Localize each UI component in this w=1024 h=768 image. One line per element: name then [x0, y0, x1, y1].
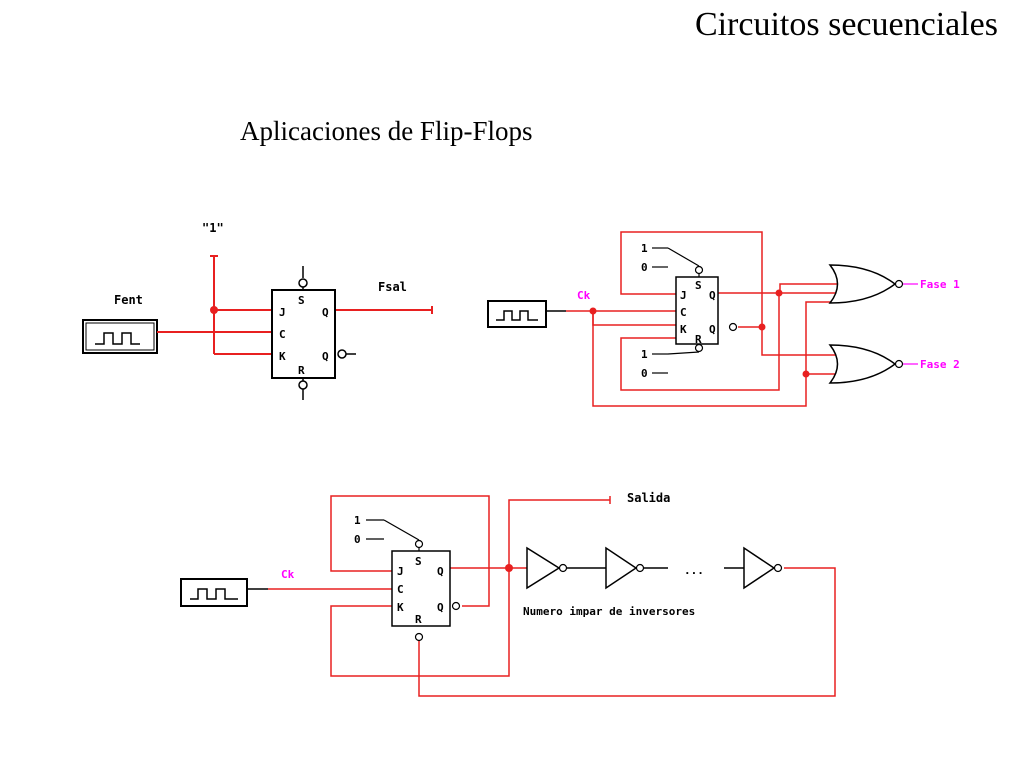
pin-c: C — [279, 328, 286, 341]
switch-zero-label: 0 — [641, 367, 648, 380]
pin-j: J — [397, 565, 404, 578]
diagram-frequency-divider: "1" Fent Fsal — [82, 221, 433, 400]
junction-dot — [210, 306, 218, 314]
pin-k: K — [680, 323, 687, 336]
output-label-3: Salida — [627, 491, 670, 505]
switch-one-label: 1 — [354, 514, 361, 527]
phase-1-label: Fase 1 — [920, 278, 960, 291]
page-subtitle: Aplicaciones de Flip-Flops — [240, 116, 533, 146]
switch-zero-label: 0 — [354, 533, 361, 546]
diagram-two-phase-clock: Ck 1 0 1 0 — [487, 231, 960, 407]
pin-s: S — [695, 279, 702, 292]
red-wires-3 — [268, 495, 836, 697]
set-switch-2: 1 0 — [641, 242, 700, 274]
pin-q-not: Q — [322, 350, 329, 363]
pin-q: Q — [709, 289, 716, 302]
nor-gate-phase-1 — [828, 264, 918, 304]
reset-switch-2: 1 0 — [641, 348, 700, 380]
clock-generator-2 — [487, 300, 547, 328]
square-wave-icon — [190, 588, 238, 600]
square-wave-icon — [95, 332, 140, 345]
pin-r: R — [298, 364, 305, 377]
clock-generator-3 — [180, 578, 248, 607]
jk-flip-flop-3: S J C K Q Q R — [391, 539, 461, 642]
clock-generator-1 — [82, 319, 158, 354]
pin-s: S — [415, 555, 422, 568]
phase-2-label: Fase 2 — [920, 358, 960, 371]
pin-s: S — [298, 294, 305, 307]
inverter-n — [743, 546, 783, 590]
nor-gate-phase-2 — [828, 344, 918, 384]
switch-one-label: 1 — [641, 348, 648, 361]
pin-q: Q — [437, 565, 444, 578]
inverter-1 — [526, 546, 568, 590]
jk-flip-flop-1: S J C K Q Q R — [271, 266, 356, 400]
pin-q-not: Q — [437, 601, 444, 614]
switch-zero-label: 0 — [641, 261, 648, 274]
odd-inverters-note: Numero impar de inversores — [523, 605, 695, 618]
switch-one-label: 1 — [641, 242, 648, 255]
inverter-2 — [605, 546, 645, 590]
set-switch-3: 1 0 — [354, 514, 420, 546]
output-frequency-label: Fsal — [378, 280, 407, 294]
pin-r: R — [415, 613, 422, 626]
diagram-ring-oscillator: Ck Salida 1 0 S J C K Q — [180, 491, 836, 697]
pin-c: C — [397, 583, 404, 596]
pin-c: C — [680, 306, 687, 319]
pin-k: K — [279, 350, 286, 363]
page-title: Circuitos secuenciales — [694, 6, 998, 43]
square-wave-icon — [496, 310, 538, 321]
red-wires-1 — [157, 255, 433, 355]
clock-label-2: Ck — [577, 289, 591, 302]
pin-j: J — [680, 289, 687, 302]
pin-k: K — [397, 601, 404, 614]
input-frequency-label: Fent — [114, 293, 143, 307]
pin-r: R — [695, 333, 702, 346]
pin-q: Q — [322, 306, 329, 319]
pin-j: J — [279, 306, 286, 319]
clock-label-3: Ck — [281, 568, 295, 581]
inverter-ellipsis: ... — [684, 564, 704, 577]
jk-flip-flop-2: S J C K Q Q R — [675, 265, 738, 353]
pin-q-not: Q — [709, 323, 716, 336]
constant-one-label: "1" — [202, 221, 224, 235]
